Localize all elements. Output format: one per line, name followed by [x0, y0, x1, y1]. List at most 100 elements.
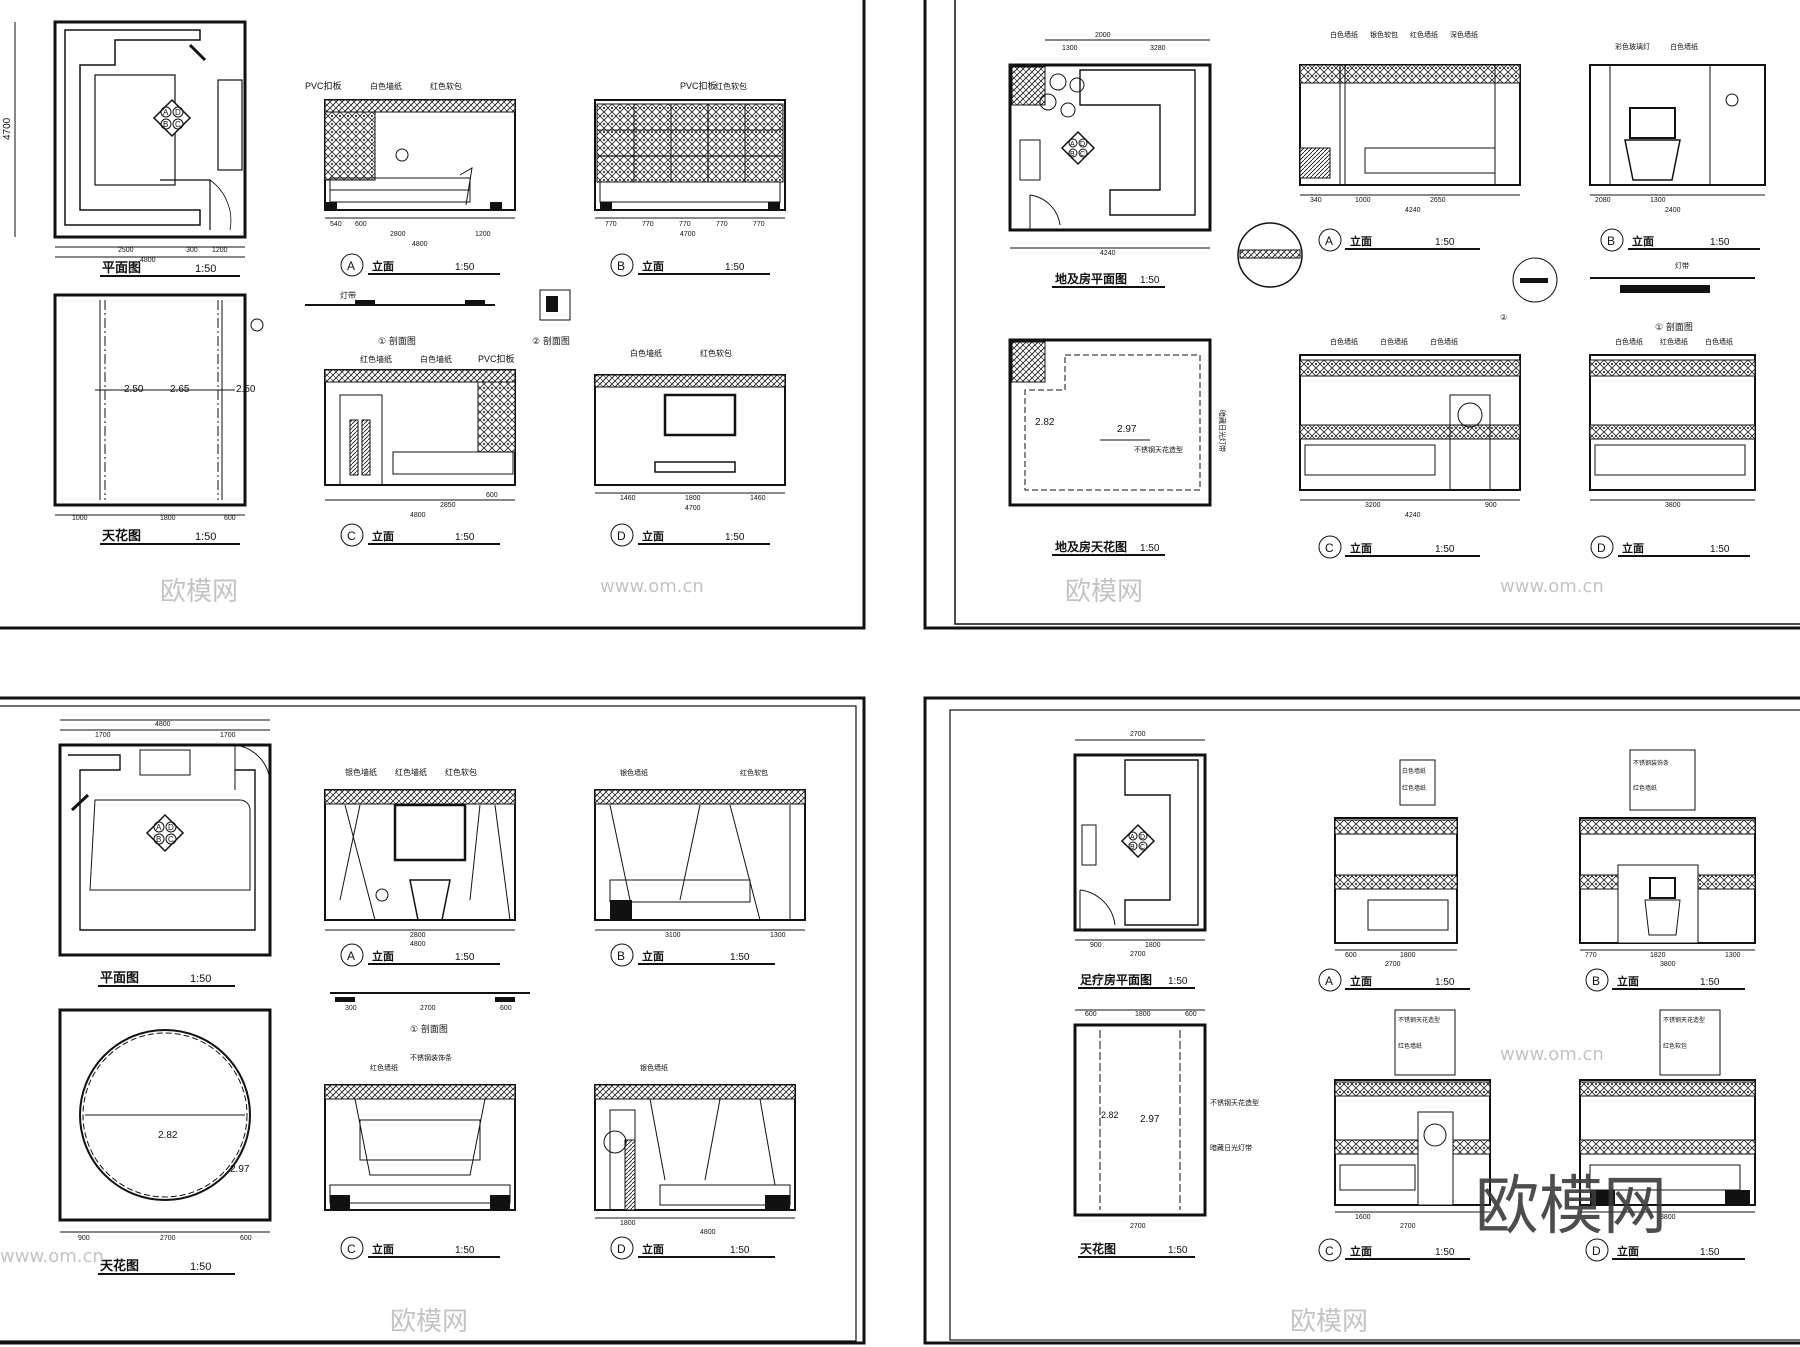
s4-d-callout-2: 红色软包	[1663, 1042, 1687, 1050]
s2-c-callout-1: 白色墙纸	[1330, 337, 1358, 346]
s1-a-dim-total: 4800	[412, 241, 428, 248]
s2-a-word: 立面	[1350, 234, 1372, 248]
s1-a-callout-2: 白色墙纸	[370, 81, 402, 91]
s2-elevation-a: 白色墙纸 银色软包 红色墙纸 深色墙纸 340 1000 2650 4240 A…	[1299, 30, 1521, 252]
s3-c-callout-2: 不锈钢装饰条	[410, 1053, 452, 1062]
s3-plan-dim-1: 1700	[95, 732, 111, 739]
s1-plan-scale: 1:50	[195, 263, 216, 275]
s1-detail-2: ② 剖面图	[532, 335, 570, 347]
svg-text:C: C	[1080, 151, 1085, 158]
s2-detail-label: 灯带	[1675, 261, 1689, 270]
s2-d-letter: D	[1597, 541, 1606, 555]
s2-ceil-level-2: 2.97	[1117, 424, 1137, 435]
s2-ceil-level-1: 2.82	[1035, 417, 1055, 428]
s1-elevation-d: 白色墙纸 红色软包 1460 1800 1460 4700 D 立面 1:50	[594, 348, 786, 547]
s4-a-scale: 1:50	[1435, 977, 1455, 988]
s4-c-letter: C	[1325, 1244, 1334, 1258]
s2-plan-dim-total: 4240	[1100, 250, 1116, 257]
s3-a-callout-2: 红色墙纸	[395, 767, 427, 777]
s1-a-dim-4: 1200	[475, 231, 491, 238]
s2-plan-dim-2: 1300	[1062, 45, 1078, 52]
s1-d-callout-2: 红色软包	[700, 348, 732, 358]
s1-plan-dim-height: 4700	[2, 117, 13, 140]
s2-section-details: ② 灯带 ① 剖面图	[1237, 222, 1755, 333]
s3-ceil-title: 天花图	[100, 1258, 139, 1274]
s2-a-letter: A	[1325, 234, 1333, 248]
s2-a-dim-1: 340	[1310, 197, 1322, 204]
s1-c-dim-2: 600	[486, 492, 498, 499]
s2-d-scale: 1:50	[1710, 544, 1730, 555]
s2-a-scale: 1:50	[1435, 237, 1455, 248]
s1-a-dim-2: 600	[355, 221, 367, 228]
s1-a-dim-3: 2800	[390, 231, 406, 238]
s4-plan-dim-top: 2700	[1130, 731, 1146, 738]
s2-ceil-title: 地及房天花图	[1055, 539, 1127, 554]
s3-elevation-c: 红色墙纸 不锈钢装饰条 C 立面 1:50	[324, 1053, 516, 1260]
s1-a-scale: 1:50	[455, 262, 475, 273]
s3-ceil-dim-1: 900	[78, 1235, 90, 1242]
s4-b-callout-1: 不锈钢装饰条	[1633, 759, 1669, 767]
s1-c-dim-total: 4800	[410, 512, 426, 519]
s2-b-dim-1: 2080	[1595, 197, 1611, 204]
svg-text:A: A	[156, 823, 162, 832]
s4-ceil-level-2: 2.97	[1140, 1114, 1160, 1125]
s4-elevation-b: 不锈钢装饰条 红色墙纸 770 1820 1300 3800 B 立面 1:50	[1579, 749, 1756, 992]
s4-c-word: 立面	[1350, 1244, 1372, 1258]
s4-b-word: 立面	[1617, 974, 1639, 988]
s4-d-letter: D	[1592, 1244, 1601, 1258]
s4-plan-title: 足疗房平面图	[1080, 972, 1152, 987]
s3-plan-abcd-symbol: A D B C	[145, 813, 185, 853]
s3-d-dim-total: 4800	[700, 1229, 716, 1236]
s2-ceiling-plan: 2.82 2.97 不锈钢天花造型 暗藏日光灯带 地及房天花图 1:50	[1008, 338, 1227, 556]
s4-a-letter: A	[1325, 974, 1333, 988]
svg-text:D: D	[175, 108, 181, 117]
svg-text:D: D	[1080, 141, 1085, 148]
s3-ceil-level-2: 2.97	[230, 1164, 250, 1175]
s2-plan-abcd-symbol: A D B C	[1060, 130, 1096, 166]
s1-d-callout-1: 白色墙纸	[630, 348, 662, 358]
s3-plan-dim-total: 4800	[155, 721, 171, 728]
s3-a-dim-1: 2800	[410, 932, 426, 939]
s2-a-dim-2: 1000	[1355, 197, 1371, 204]
s3-d-letter: D	[617, 1242, 626, 1256]
s2-a-callout-1: 白色墙纸	[1330, 30, 1358, 39]
s1-detail-1: ① 剖面图	[378, 335, 416, 347]
s2-plan-title: 地及房平面图	[1055, 271, 1127, 286]
s2-d-callout-3: 白色墙纸	[1705, 337, 1733, 346]
s3-b-dim-1: 3100	[665, 932, 681, 939]
s3-b-letter: B	[617, 949, 625, 963]
s4-d-callout-1: 不锈钢天花造型	[1663, 1016, 1705, 1024]
s4-ceil-note-1: 不锈钢天花造型	[1210, 1098, 1259, 1107]
svg-text:C: C	[168, 835, 174, 844]
s1-d-dim-total: 4700	[685, 505, 701, 512]
sheet-2: A D B C 2000 1300 3280 4240 地及房平面图 1:50 …	[923, 0, 1800, 630]
s4-ceil-dim-2: 1800	[1135, 1011, 1151, 1018]
s4-plan-dim-total: 2700	[1130, 951, 1146, 958]
watermark-1: 欧模网	[160, 577, 238, 607]
s1-ceil-level-2: 2.65	[170, 384, 190, 395]
s2-elevation-b: 彩色玻璃灯 白色墙纸 2080 1300 2400 B 立面 1:50	[1589, 42, 1766, 252]
s1-b-letter: B	[617, 259, 625, 273]
s1-c-callout-1: 红色墙纸	[360, 354, 392, 364]
s3-elevation-a: 银色墙纸 红色墙纸 红色软包 2800 4800 A 立面 1:50	[324, 767, 516, 967]
s3-a-letter: A	[347, 949, 355, 963]
s1-c-word: 立面	[372, 529, 394, 543]
s3-b-word: 立面	[642, 949, 664, 963]
watermark-url-2: www.om.cn	[1500, 576, 1604, 597]
s1-elevation-c: 红色墙纸 白色墙纸 PVC扣板 2850 600 4800 C 立面 1:50	[324, 353, 516, 547]
s2-floor-plan: A D B C 2000 1300 3280 4240 地及房平面图 1:50	[1008, 32, 1212, 288]
s2-elevation-c: 白色墙纸 白色墙纸 白色墙纸 3200 900 4240 C 立面 1:50	[1299, 337, 1521, 559]
s3-a-scale: 1:50	[455, 952, 475, 963]
s1-ceil-title: 天花图	[102, 528, 141, 544]
s4-ceil-scale: 1:50	[1168, 1245, 1188, 1256]
s1-d-letter: D	[617, 529, 626, 543]
s4-floor-plan: A D B C 2700 900 1800 2700 足疗房平面图 1:50	[1073, 731, 1207, 989]
s1-a-dim-1: 540	[330, 221, 342, 228]
watermark-url-3: www.om.cn	[0, 1246, 104, 1267]
s2-c-letter: C	[1325, 541, 1334, 555]
watermark-2: 欧模网	[1065, 577, 1143, 607]
s1-a-callout-1: PVC扣板	[305, 80, 342, 91]
s2-d-callout-2: 红色墙纸	[1660, 337, 1688, 346]
s2-a-dim-3: 2650	[1430, 197, 1446, 204]
s3-b-callout-1: 银色墙纸	[620, 768, 648, 777]
